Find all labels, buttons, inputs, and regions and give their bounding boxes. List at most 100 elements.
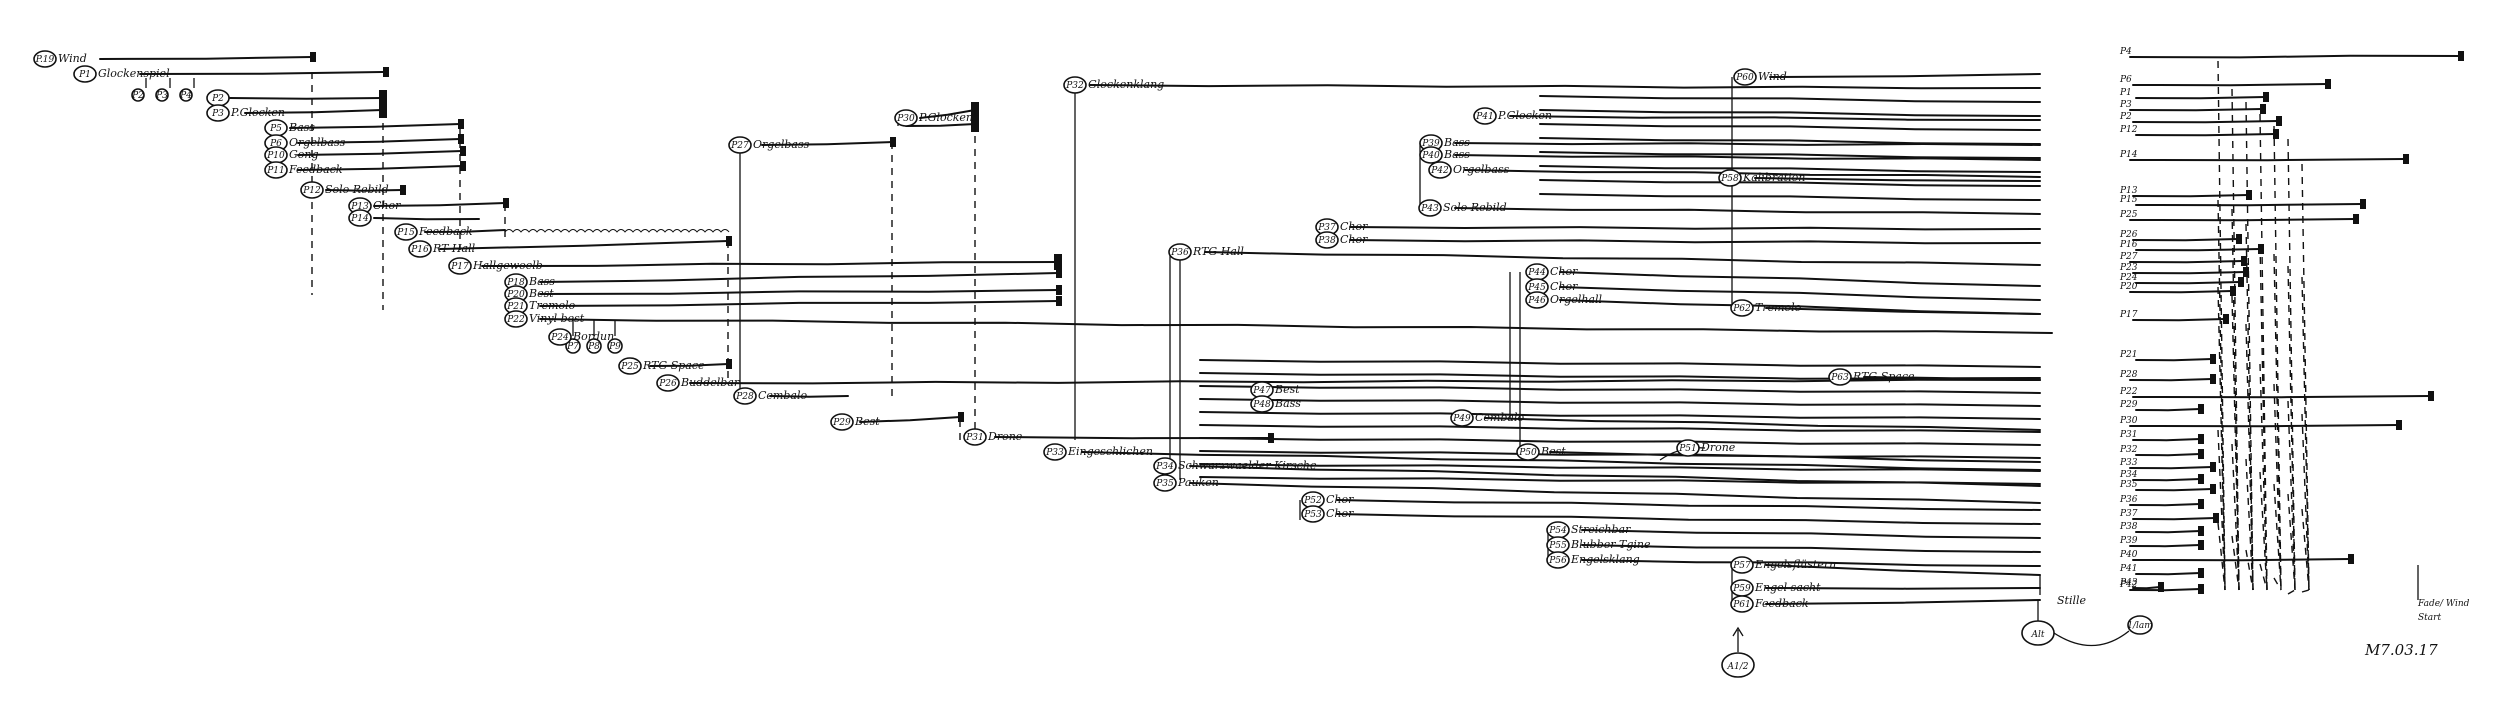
sub-marker-label: P2 — [131, 91, 144, 101]
cue-l54-label: Wind — [1758, 70, 1787, 83]
right-cue-line — [2129, 503, 2201, 507]
cue-l20-circle — [656, 374, 680, 392]
right-cue-line — [2132, 194, 2249, 198]
line-end-block — [383, 67, 389, 77]
cue-l33-id: P39 — [1421, 139, 1440, 149]
cue-l40-id: P46 — [1527, 296, 1546, 306]
cue-l2-label: Glockenspiel — [98, 67, 170, 80]
cue-l14-label: Bass — [528, 275, 555, 288]
cue-l38-id: P44 — [1527, 268, 1546, 278]
right-dash — [2217, 60, 2226, 591]
cue-line-l38 — [1559, 271, 2041, 287]
right-cue-label: P12 — [2119, 125, 2138, 135]
right-cue-label: P25 — [2119, 210, 2138, 220]
cue-l22-circle — [733, 387, 757, 405]
line-end-block — [726, 359, 732, 369]
cue-l17-id: P22 — [506, 315, 525, 325]
right-cue-label: P31 — [2119, 430, 2138, 440]
cue-l57-label: RTG Space — [1852, 370, 1915, 383]
cue-line-l19 — [649, 363, 729, 367]
bottom-arrow — [1732, 626, 1744, 652]
right-cue-label: P22 — [2119, 387, 2138, 397]
line-end-block — [2428, 391, 2434, 401]
line-end-block — [2238, 277, 2244, 287]
cue-l3b-circle — [206, 104, 230, 122]
cue-l55-id: P61 — [1732, 600, 1751, 610]
cue-l51-circle — [1730, 556, 1754, 574]
cue-l25-label: Drone — [987, 430, 1023, 443]
sub-marker-label: P3 — [155, 91, 168, 101]
cue-l16-label: Tremolo — [529, 299, 576, 312]
line-end-block — [2198, 499, 2204, 509]
right-dash — [2259, 471, 2268, 591]
bordun-marker-label: P8 — [587, 342, 600, 352]
right-dash — [2245, 223, 2254, 591]
background-line — [1199, 476, 2041, 485]
cue-l37-label: Solo Rebild — [1443, 201, 1507, 214]
cue-l21-circle — [728, 136, 752, 154]
bottom-marker-c: Alt — [2031, 630, 2045, 640]
right-dash — [2273, 383, 2282, 591]
cue-l54-id: P60 — [1735, 73, 1754, 83]
right-cue-line — [2135, 248, 2261, 252]
line-end-block — [2198, 474, 2204, 484]
cue-line-l5 — [297, 138, 461, 144]
cue-lines — [99, 51, 2464, 652]
right-cue-line — [2135, 488, 2213, 492]
right-cue-label: P2 — [2119, 112, 2132, 122]
cue-l39-label: Chor — [1550, 280, 1578, 293]
cue-line-l52 — [1754, 177, 2041, 182]
cue-l36-label: Orgelbass — [1453, 163, 1510, 176]
bottom-marker-d: 1/lam — [2127, 621, 2153, 631]
annotations: M7.03.17 Stille Fade / Wind Start — [2057, 594, 2470, 659]
right-cue-line — [2132, 83, 2328, 87]
right-dash — [2217, 429, 2226, 591]
cue-l11-id: P15 — [396, 228, 415, 238]
cue-l54-circle — [1733, 68, 1757, 86]
line-end-block — [2258, 244, 2264, 254]
right-cue-line — [2132, 586, 2161, 590]
cue-l2-id: P1 — [78, 70, 91, 80]
cue-l30-circle — [1168, 243, 1192, 261]
cue-l8-label: Solo Rebild — [325, 183, 389, 196]
background-line — [1199, 385, 2041, 394]
cue-l21-label: Orgelbass — [753, 138, 810, 151]
cue-l28-label: Schwarzwaelder Kirsche — [1178, 459, 1317, 472]
line-end-block — [2360, 199, 2366, 209]
cue-l37-id: P43 — [1420, 204, 1439, 214]
background-line — [1199, 398, 2041, 407]
cue-l50-label: Engelsklang — [1570, 553, 1640, 566]
background-line — [1539, 193, 2041, 201]
right-cue-label: P6 — [2119, 75, 2132, 85]
cue-l15-label: Best — [528, 287, 554, 300]
right-cue-label: P39 — [2119, 536, 2138, 546]
cue-l11-label: Feedback — [418, 225, 473, 238]
cue-line-l50 — [1581, 559, 2041, 567]
right-dash — [2273, 483, 2282, 591]
cue-l24-id: P30 — [896, 114, 915, 124]
cue-l24-label: P.Glocken — [918, 111, 973, 124]
cue-line-l1 — [99, 56, 313, 60]
right-dash — [2273, 577, 2282, 591]
cue-l46-id: P52 — [1303, 496, 1322, 506]
cue-line-l13 — [481, 261, 1059, 267]
cue-l44-circle — [1516, 443, 1540, 461]
cue-l24-circle — [894, 109, 918, 127]
cue-l7-label: Feedback — [288, 163, 343, 176]
line-end-block — [2158, 582, 2164, 592]
cue-l33-label: Bass — [1443, 136, 1470, 149]
cue-l56-label: Tremolo — [1755, 301, 1802, 314]
cue-l40-label: Orgelhall — [1550, 293, 1603, 306]
cue-line-l54 — [1769, 73, 2041, 78]
line-end-block — [2403, 154, 2409, 164]
cue-line-l20 — [689, 378, 2041, 385]
cue-l50-id: P56 — [1548, 556, 1567, 566]
cue-l48-id: P54 — [1548, 526, 1567, 536]
cue-l43-circle — [1450, 409, 1474, 427]
right-cue-line — [2132, 438, 2201, 442]
cue-l35-label: P.Glocken — [1497, 109, 1552, 122]
line-end-block — [2236, 234, 2242, 244]
line-end-block — [958, 412, 964, 422]
right-cue-label: P28 — [2119, 370, 2138, 380]
